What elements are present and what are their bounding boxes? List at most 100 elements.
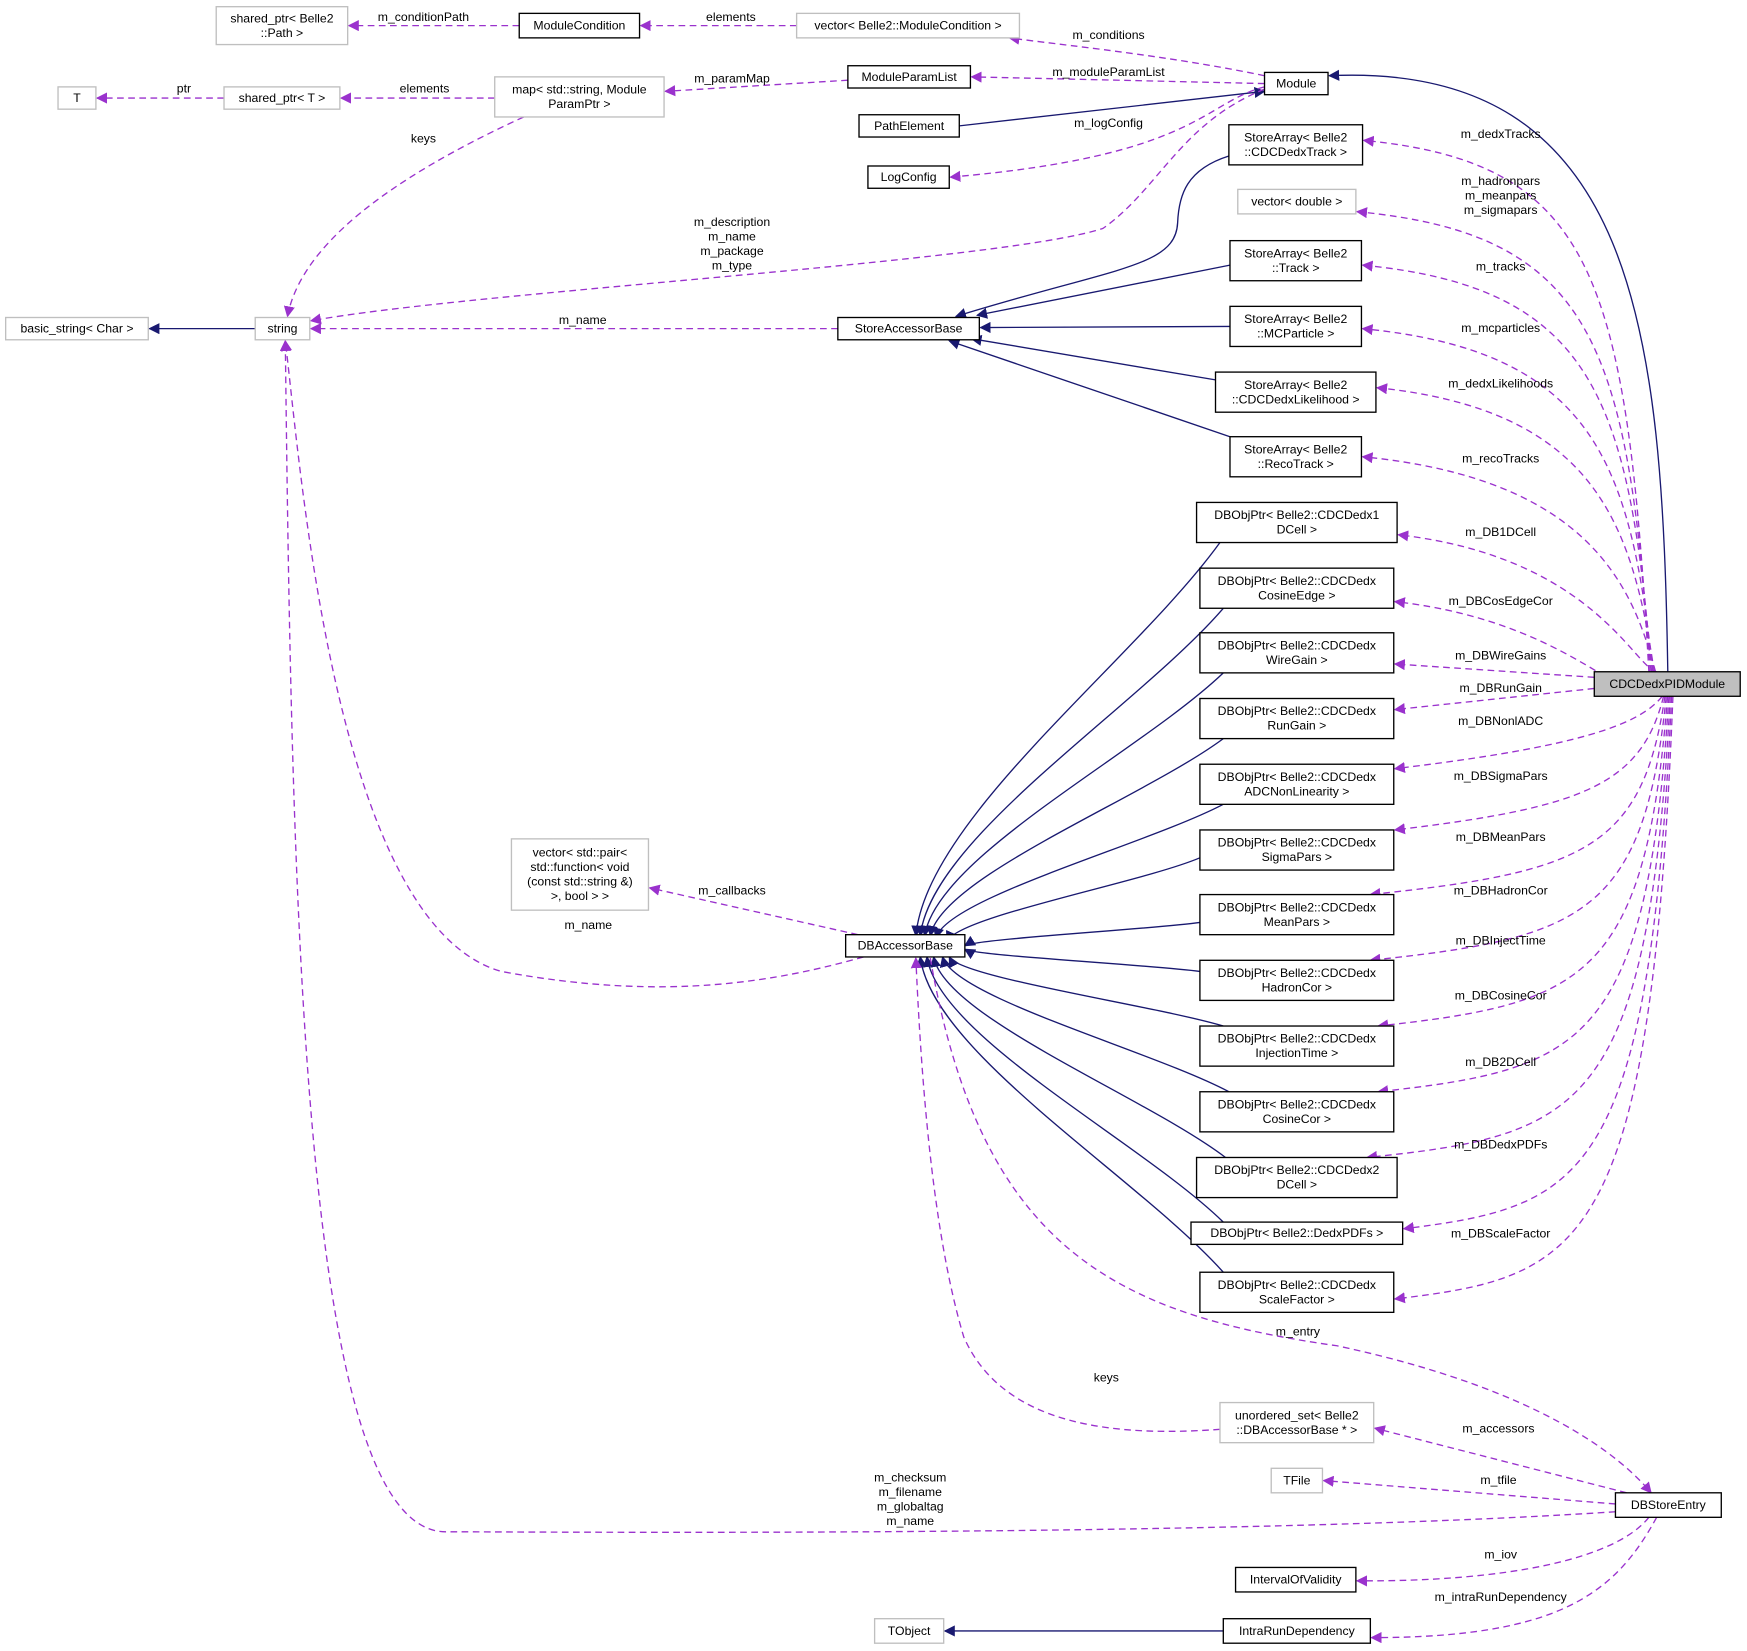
class-node-storeacc[interactable]: StoreAccessorBase	[837, 316, 981, 341]
class-node-unordered_set[interactable]: unordered_set< Belle2::DBAccessorBase * …	[1219, 1401, 1375, 1444]
class-node-label: TObject	[888, 1624, 931, 1638]
usage-edge-entry_strings	[279, 339, 1616, 1533]
edge-label: m_dedxLikelihoods	[1448, 377, 1553, 391]
class-node-sp_T[interactable]: shared_ptr< T >	[223, 86, 341, 110]
edge-label: m_globaltag	[877, 1500, 944, 1514]
class-node-sa_track[interactable]: StoreArray< Belle2::Track >	[1229, 239, 1363, 282]
class-node-label: IntervalOfValidity	[1250, 1573, 1343, 1587]
usage-edge-dbacc_name	[280, 339, 864, 988]
class-node-label: DBObjPtr< Belle2::CDCDedx	[1218, 966, 1376, 980]
edge-label: m_DB1DCell	[1465, 525, 1536, 539]
class-node-label: DBObjPtr< Belle2::CDCDedx	[1218, 770, 1376, 784]
class-node-label: DBObjPtr< Belle2::CDCDedx1	[1214, 508, 1379, 522]
class-node-label: RunGain >	[1267, 719, 1326, 733]
edges	[95, 20, 1674, 1644]
class-node-cdcpid[interactable]: CDCDedxPIDModule	[1593, 671, 1741, 697]
class-node-dbstoreentry[interactable]: DBStoreEntry	[1614, 1492, 1722, 1518]
class-node-label: ADCNonLinearity >	[1244, 784, 1349, 798]
class-node-label: DBObjPtr< Belle2::DedxPDFs >	[1210, 1226, 1383, 1240]
inheritance-edge	[920, 672, 1224, 937]
class-node-label: StoreAccessorBase	[855, 322, 963, 336]
class-node-sa_cdctrack[interactable]: StoreArray< Belle2::CDCDedxTrack >	[1228, 124, 1364, 166]
class-node-sa_mcp[interactable]: StoreArray< Belle2::MCParticle >	[1229, 305, 1363, 348]
class-node-label: DBObjPtr< Belle2::CDCDedx	[1218, 1032, 1376, 1046]
usage-edge-DBNonlADC	[1393, 695, 1663, 774]
class-node-string[interactable]: string	[254, 316, 311, 341]
class-node-label: std::function< void	[530, 860, 629, 874]
edge-label: m_iov	[1484, 1548, 1518, 1562]
edge-label: m_description	[694, 215, 770, 229]
class-node-db_adc[interactable]: DBObjPtr< Belle2::CDCDedxADCNonLinearity…	[1199, 763, 1395, 806]
edge-label: m_DB2DCell	[1465, 1055, 1536, 1069]
edge-label: m_entry	[1276, 1325, 1321, 1339]
class-node-vec_pair[interactable]: vector< std::pair<std::function< void(co…	[510, 838, 650, 911]
usage-edge-module_strings	[309, 88, 1265, 325]
edge-label: keys	[411, 132, 436, 146]
class-node-label: ::CDCDedxLikelihood >	[1232, 392, 1360, 406]
edge-label: m_intraRunDependency	[1435, 1590, 1568, 1604]
edge-label: m_accessors	[1462, 1422, 1534, 1436]
class-node-tobject[interactable]: TObject	[873, 1618, 945, 1644]
class-node-label: basic_string< Char >	[20, 322, 133, 336]
class-node-modcond[interactable]: ModuleCondition	[518, 12, 641, 39]
edge-label: m_DBCosineCor	[1455, 988, 1547, 1002]
class-node-T[interactable]: T	[57, 86, 97, 110]
class-node-label: StoreArray< Belle2	[1244, 246, 1347, 260]
usage-edge-accessors	[1373, 1425, 1627, 1494]
class-node-db_pdfs[interactable]: DBObjPtr< Belle2::DedxPDFs >	[1190, 1221, 1404, 1246]
inheritance-edge	[933, 803, 1224, 940]
edge-label: m_DBNonlADC	[1458, 714, 1543, 728]
usage-edge-iov	[1355, 1516, 1650, 1587]
class-node-label: ModuleParamList	[861, 70, 957, 84]
class-node-vec_double[interactable]: vector< double >	[1237, 188, 1357, 215]
class-node-label: WireGain >	[1266, 653, 1328, 667]
class-node-intrarun[interactable]: IntraRunDependency	[1222, 1618, 1372, 1644]
class-node-label: ModuleCondition	[533, 19, 625, 33]
class-node-sa_reco[interactable]: StoreArray< Belle2::RecoTrack >	[1229, 436, 1363, 478]
edge-label: m_moduleParamList	[1052, 65, 1165, 79]
inheritance-edge	[922, 955, 1224, 1223]
edge-label: m_callbacks	[698, 884, 765, 898]
class-node-vec_modcond[interactable]: vector< Belle2::ModuleCondition >	[795, 12, 1021, 39]
class-node-iov[interactable]: IntervalOfValidity	[1234, 1566, 1357, 1593]
class-node-modparamlist[interactable]: ModuleParamList	[847, 65, 972, 89]
edge-label: m_DBWireGains	[1455, 649, 1546, 663]
class-node-basic_string[interactable]: basic_string< Char >	[4, 316, 149, 341]
class-node-label: >, bool > >	[551, 889, 609, 903]
class-node-pathelement[interactable]: PathElement	[858, 114, 960, 138]
class-node-label: T	[73, 91, 81, 105]
class-node-sp_path[interactable]: shared_ptr< Belle2::Path >	[215, 6, 349, 46]
class-node-module[interactable]: Module	[1263, 71, 1329, 96]
usage-edge-map_keys	[283, 116, 524, 318]
usage-edge-moduleParamList	[970, 71, 1265, 85]
class-node-logconfig[interactable]: LogConfig	[867, 165, 950, 189]
usage-edge-DBCosEdgeCor	[1393, 597, 1659, 692]
usage-edge-DBSigmaPars	[1393, 696, 1665, 835]
usage-edge-paramMap	[664, 79, 848, 97]
class-node-tfile[interactable]: TFile	[1270, 1467, 1324, 1494]
usage-edge-logConfig	[949, 86, 1265, 182]
edge-label: m_recoTracks	[1462, 451, 1539, 465]
class-node-dbaccbase[interactable]: DBAccessorBase	[844, 934, 966, 958]
class-node-label: vector< Belle2::ModuleCondition >	[814, 19, 1001, 33]
class-node-label: DBAccessorBase	[858, 939, 954, 953]
usage-edge-conditions	[1008, 33, 1265, 77]
edge-label: m_DBCosEdgeCor	[1449, 594, 1553, 608]
class-node-sa_lik[interactable]: StoreArray< Belle2::CDCDedxLikelihood >	[1214, 371, 1377, 413]
edge-label: m_tracks	[1476, 260, 1526, 274]
usage-edge-DBMeanPars	[1369, 696, 1666, 900]
edge-label: m_name	[559, 313, 607, 327]
